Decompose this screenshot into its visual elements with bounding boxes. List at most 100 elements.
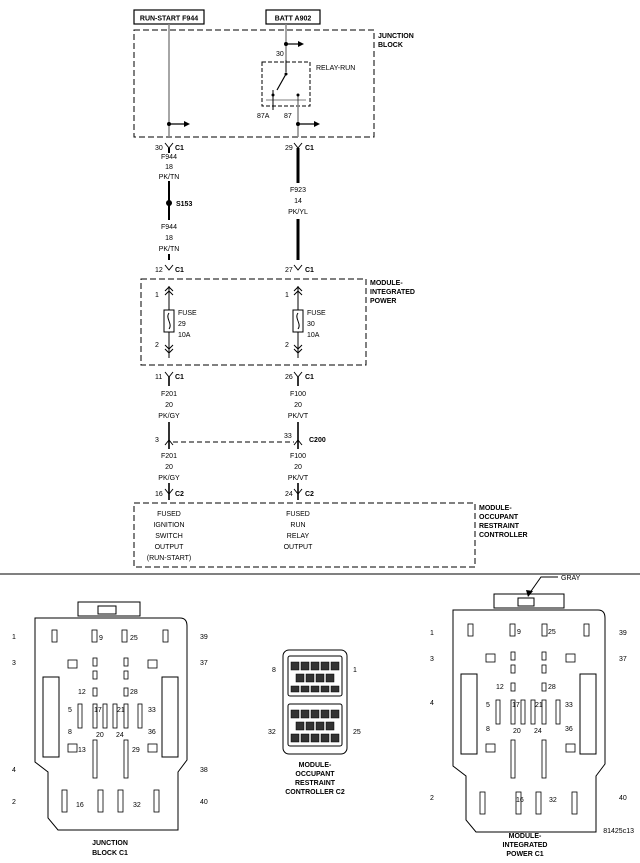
svg-text:20: 20 xyxy=(294,464,302,471)
svg-text:40: 40 xyxy=(200,799,208,806)
svg-text:12: 12 xyxy=(78,689,86,696)
svg-text:BLOCK C1: BLOCK C1 xyxy=(92,850,128,857)
svg-text:10A: 10A xyxy=(178,332,191,339)
junction-block-title-2: BLOCK xyxy=(378,42,403,49)
figure-id: 81425c13 xyxy=(603,828,634,835)
svg-text:2: 2 xyxy=(430,795,434,802)
svg-text:21: 21 xyxy=(117,707,125,714)
svg-text:36: 36 xyxy=(148,729,156,736)
svg-text:3: 3 xyxy=(430,656,434,663)
module-occupant-restraint-controller-outline xyxy=(133,502,476,568)
svg-text:PK/TN: PK/TN xyxy=(159,174,180,181)
svg-text:INTEGRATED: INTEGRATED xyxy=(503,842,548,849)
svg-text:PK/GY: PK/GY xyxy=(158,475,180,482)
svg-text:29: 29 xyxy=(178,321,186,328)
svg-text:29: 29 xyxy=(132,747,140,754)
svg-text:1: 1 xyxy=(430,630,434,637)
svg-text:RESTRAINT: RESTRAINT xyxy=(479,523,520,530)
svg-text:INTEGRATED: INTEGRATED xyxy=(370,289,415,296)
batt-source: BATT A902 xyxy=(265,9,321,25)
svg-text:C2: C2 xyxy=(305,491,314,498)
svg-text:28: 28 xyxy=(130,689,138,696)
svg-text:MODULE-: MODULE- xyxy=(479,505,512,512)
svg-text:C1: C1 xyxy=(305,267,314,274)
svg-text:1: 1 xyxy=(285,292,289,299)
svg-text:(RUN-START): (RUN-START) xyxy=(147,555,191,562)
svg-text:29: 29 xyxy=(285,145,293,152)
run-start-source: RUN-START F944 xyxy=(133,9,205,25)
svg-text:24: 24 xyxy=(285,491,293,498)
svg-text:11: 11 xyxy=(155,374,162,381)
svg-text:MODULE-: MODULE- xyxy=(370,280,403,287)
svg-text:9: 9 xyxy=(517,629,521,636)
svg-text:5: 5 xyxy=(68,707,72,714)
svg-text:SWITCH: SWITCH xyxy=(155,533,183,540)
svg-text:POWER: POWER xyxy=(370,298,396,305)
svg-text:16: 16 xyxy=(76,802,84,809)
svg-text:30: 30 xyxy=(276,51,284,58)
svg-text:1: 1 xyxy=(12,634,16,641)
svg-text:F100: F100 xyxy=(290,391,306,398)
svg-text:S153: S153 xyxy=(176,201,192,208)
svg-text:30: 30 xyxy=(307,321,315,328)
svg-text:33: 33 xyxy=(284,433,292,440)
svg-text:37: 37 xyxy=(619,656,627,663)
svg-text:PK/YL: PK/YL xyxy=(288,209,308,216)
svg-text:37: 37 xyxy=(200,660,208,667)
svg-text:12: 12 xyxy=(155,267,163,274)
svg-text:RESTRAINT: RESTRAINT xyxy=(295,780,336,787)
svg-text:OCCUPANT: OCCUPANT xyxy=(295,771,335,778)
splice-s153 xyxy=(166,200,172,206)
svg-text:C1: C1 xyxy=(175,145,184,152)
svg-text:C1: C1 xyxy=(305,145,314,152)
svg-text:F100: F100 xyxy=(290,453,306,460)
svg-text:10A: 10A xyxy=(307,332,320,339)
svg-text:25: 25 xyxy=(548,629,556,636)
svg-text:32: 32 xyxy=(268,729,276,736)
svg-text:32: 32 xyxy=(133,802,141,809)
svg-text:20: 20 xyxy=(96,732,104,739)
svg-text:18: 18 xyxy=(165,164,173,171)
svg-text:FUSE: FUSE xyxy=(307,310,326,317)
orc-c2-connector xyxy=(282,649,348,755)
svg-text:CONTROLLER C2: CONTROLLER C2 xyxy=(285,789,345,796)
svg-text:C1: C1 xyxy=(175,267,184,274)
svg-text:87: 87 xyxy=(284,113,292,120)
svg-text:PK/GY: PK/GY xyxy=(158,413,180,420)
svg-text:20: 20 xyxy=(513,728,521,735)
svg-text:1: 1 xyxy=(353,667,357,674)
svg-text:87A: 87A xyxy=(257,113,270,120)
svg-text:20: 20 xyxy=(294,402,302,409)
svg-text:33: 33 xyxy=(565,702,573,709)
svg-text:38: 38 xyxy=(200,767,208,774)
svg-text:PK/VT: PK/VT xyxy=(288,475,309,482)
svg-text:F201: F201 xyxy=(161,453,177,460)
svg-text:20: 20 xyxy=(165,402,173,409)
svg-text:F944: F944 xyxy=(161,224,177,231)
svg-text:8: 8 xyxy=(68,729,72,736)
svg-text:28: 28 xyxy=(548,684,556,691)
svg-text:POWER C1: POWER C1 xyxy=(506,851,543,858)
svg-text:30: 30 xyxy=(155,145,163,152)
svg-text:2: 2 xyxy=(155,342,159,349)
svg-text:25: 25 xyxy=(353,729,361,736)
svg-text:CONTROLLER: CONTROLLER xyxy=(479,532,528,539)
svg-text:39: 39 xyxy=(619,630,627,637)
svg-text:PK/VT: PK/VT xyxy=(288,413,309,420)
svg-text:40: 40 xyxy=(619,795,627,802)
svg-text:C2: C2 xyxy=(175,491,184,498)
mip-c1-cavities xyxy=(467,623,590,815)
svg-text:4: 4 xyxy=(12,767,16,774)
svg-text:3: 3 xyxy=(12,660,16,667)
batt-label: BATT A902 xyxy=(275,16,312,23)
svg-text:8: 8 xyxy=(486,726,490,733)
mip-c1-caption: MODULE- xyxy=(509,833,542,840)
svg-text:16: 16 xyxy=(155,491,163,498)
junction-block-title: JUNCTION xyxy=(378,33,414,40)
svg-text:14: 14 xyxy=(294,198,302,205)
svg-text:F201: F201 xyxy=(161,391,177,398)
run-start-label: RUN-START F944 xyxy=(140,16,198,23)
svg-text:17: 17 xyxy=(94,707,102,714)
svg-text:36: 36 xyxy=(565,726,573,733)
